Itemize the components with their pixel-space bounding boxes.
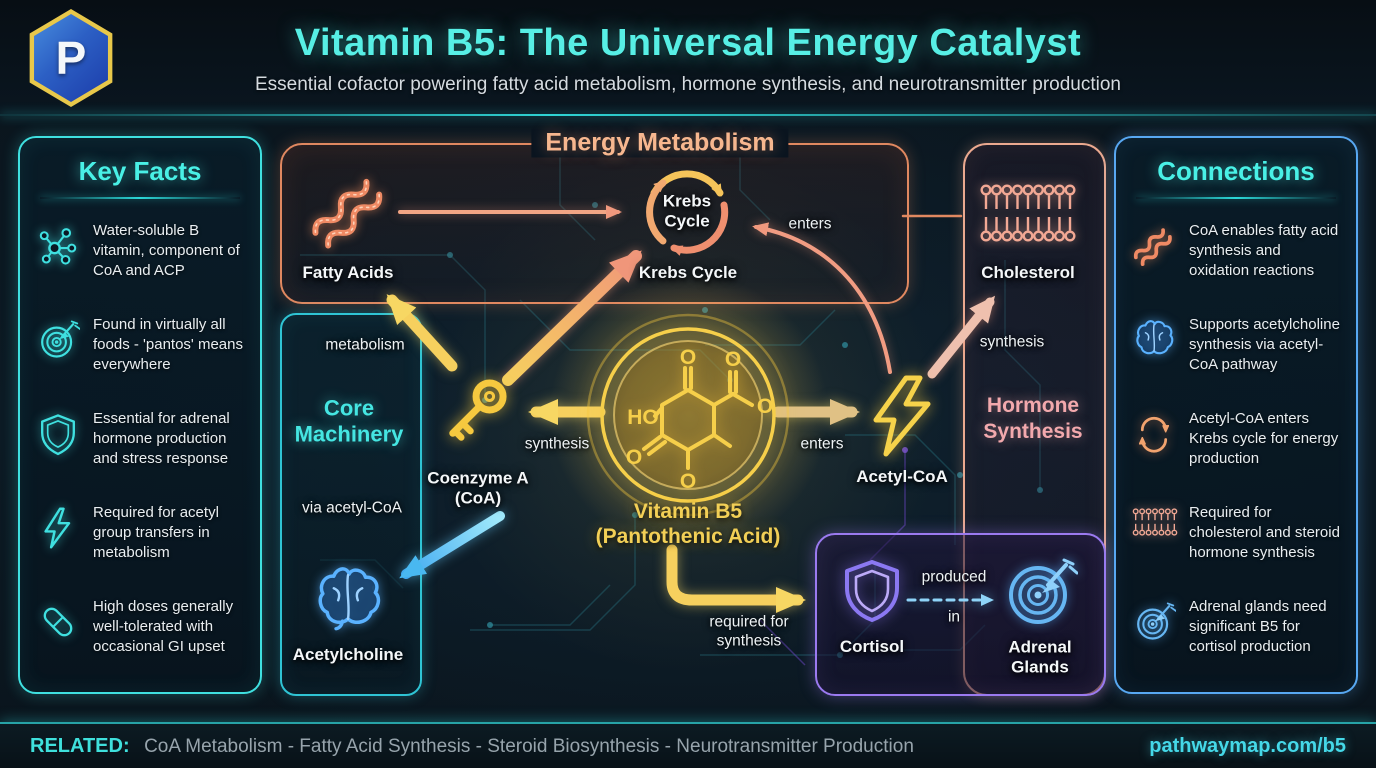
logo-letter: P [55,32,87,84]
molecule-atom-o: O [626,446,642,469]
coenzyme-a-key-icon [449,379,507,441]
pathwaymap-logo: P [29,9,113,107]
connection-item: Adrenal glands need significant B5 for c… [1132,597,1340,661]
connection-text: Adrenal glands need significant B5 for c… [1189,598,1327,655]
vitamin-b5-label: Vitamin B5 (Pantothenic Acid) [595,499,781,548]
adrenal-glands-target-icon [1009,558,1078,624]
key-facts-divider [40,197,240,199]
key-fact-text: Water-soluble B vitamin, component of Co… [93,222,240,279]
bolt-icon [36,503,82,551]
molecule-atom-o: O [725,348,741,371]
section-title-core-machinery: Core Machinery [294,395,404,447]
molecule-atom-o: O [757,395,773,418]
core-machinery-box [280,313,422,696]
related-label: RELATED: [30,734,130,757]
key-fact-text: High doses generally well-tolerated with… [93,598,234,655]
connection-item: Required for cholesterol and steroid hor… [1132,503,1340,567]
vitamin-b5-molecule-icon: O O O HO O O [586,313,790,517]
edge-label-produced: produced [921,568,987,586]
logo-hexagon: P [34,14,108,102]
key-fact-item: Water-soluble B vitamin, component of Co… [36,221,244,285]
key-fact-item: Required for acetyl group transfers in m… [36,503,244,567]
connection-text: Acetyl-CoA enters Krebs cycle for energy… [1189,410,1339,467]
edge-label-in: in [947,608,961,626]
related-text: CoA Metabolism - Fatty Acid Synthesis - … [144,735,914,757]
krebs-circle-label: Krebs Cycle [662,191,712,231]
edge-label-via-acetyl-coa: via acetyl-CoA [302,499,402,517]
key-fact-item: Essential for adrenal hormone production… [36,409,244,473]
key-fact-item: High doses generally well-tolerated with… [36,597,244,661]
fatty-acids-label: Fatty Acids [302,262,394,282]
page-title: Vitamin B5: The Universal Energy Catalys… [294,22,1082,64]
header-divider [0,114,1376,116]
key-fact-text: Required for acetyl group transfers in m… [93,504,219,561]
target-icon [36,315,82,363]
related-links: RELATED: CoA Metabolism - Fatty Acid Syn… [30,735,914,758]
acetylcholine-label: Acetylcholine [292,644,404,664]
connection-item: Supports acetylcholine synthesis via ace… [1132,315,1340,379]
cholesterol-label: Cholesterol [981,262,1075,282]
connection-item: Acetyl-CoA enters Krebs cycle for energy… [1132,409,1340,473]
edge-label-metabolism: metabolism [325,336,405,354]
pill-icon [36,597,82,645]
brain-icon [1132,315,1178,359]
connection-text: CoA enables fatty acid synthesis and oxi… [1189,222,1339,279]
key-fact-text: Essential for adrenal hormone production… [93,410,230,467]
cortisol-shield-icon [845,560,899,622]
edge-label-synthesis-cholesterol: synthesis [979,333,1045,351]
section-title-energy-metabolism: Energy Metabolism [531,128,789,158]
acetylcholine-brain-icon [318,567,381,631]
connections-title: Connections [1157,156,1315,186]
edge-label-enters-krebs: enters [788,215,832,233]
fatty-acid-icon [1132,221,1178,269]
connection-text: Supports acetylcholine synthesis via ace… [1189,316,1340,373]
connection-text: Required for cholesterol and steroid hor… [1189,504,1340,561]
connection-item: CoA enables fatty acid synthesis and oxi… [1132,221,1340,285]
acetyl-coa-bolt-icon [873,375,931,457]
krebs-cycle-label: Krebs Cycle [638,262,738,282]
edge-label-synthesis-coa: synthesis [524,435,590,453]
molecule-atom-o: O [680,346,696,369]
fatty-acids-icon [312,178,383,249]
adrenal-glands-label: Adrenal Glands [1008,637,1072,677]
molecule-atom-ho: HO [627,406,659,429]
connections-divider [1136,197,1336,199]
footer: RELATED: CoA Metabolism - Fatty Acid Syn… [0,722,1376,768]
coenzyme-a-label: Coenzyme A (CoA) [427,468,529,508]
page-subtitle: Essential cofactor powering fatty acid m… [255,74,1121,95]
shield-icon [36,409,82,457]
section-title-hormone-synthesis: Hormone Synthesis [983,393,1083,443]
acetyl-coa-label: Acetyl-CoA [856,466,948,486]
molecule-atom-o: O [680,470,696,493]
key-fact-text: Found in virtually all foods - 'pantos' … [93,316,243,373]
edge-label-required-for-synthesis: required for synthesis [709,613,789,650]
key-facts-panel: Key Facts Water-soluble B vitamin, compo… [18,136,262,694]
connections-panel: Connections CoA enables fatty acid synth… [1114,136,1358,694]
key-fact-item: Found in virtually all foods - 'pantos' … [36,315,244,379]
pathwaymap-url[interactable]: pathwaymap.com/b5 [1149,734,1346,757]
cycle-icon [1132,409,1178,457]
cortisol-label: Cortisol [839,636,905,656]
membrane-icon [1132,503,1178,539]
edge-label-enters-acetyl: enters [800,435,844,453]
target-icon [1132,597,1178,645]
key-facts-title: Key Facts [78,156,202,186]
molecule-icon [36,221,82,269]
cholesterol-membrane-icon [980,184,1076,242]
header: Vitamin B5: The Universal Energy Catalys… [0,0,1376,116]
